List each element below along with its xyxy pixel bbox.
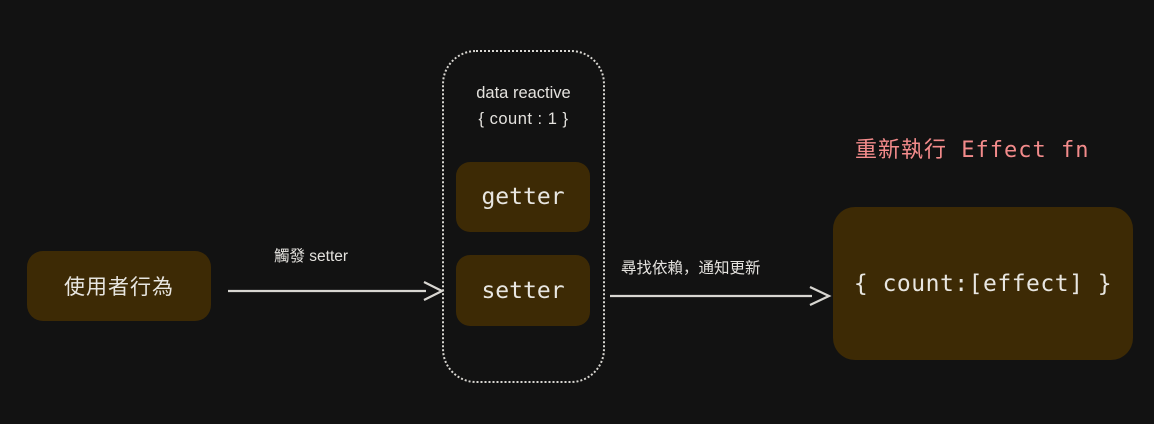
arrow-trigger-setter	[228, 281, 445, 301]
getter-label: getter	[481, 184, 565, 210]
user-action-node: 使用者行為	[27, 251, 211, 321]
user-action-label: 使用者行為	[64, 276, 174, 299]
arrow-label-notify-update: 尋找依賴，通知更新	[621, 260, 761, 277]
arrow-notify-update	[610, 286, 832, 306]
setter-label: setter	[481, 277, 565, 304]
effect-title: 重新執行 Effect fn	[855, 138, 1090, 163]
data-reactive-caption-line1: data reactive	[476, 84, 571, 102]
data-reactive-caption-line2: { count : 1 }	[478, 110, 569, 128]
data-reactive-caption: data reactive { count : 1 }	[442, 80, 605, 132]
effect-node: { count:[effect] }	[833, 207, 1133, 360]
arrow-label-trigger-setter: 觸發 setter	[274, 248, 349, 265]
setter-node: setter	[456, 255, 590, 326]
getter-node: getter	[456, 162, 590, 232]
effect-body-label: { count:[effect] }	[853, 270, 1113, 297]
data-reactive-group	[442, 50, 605, 383]
